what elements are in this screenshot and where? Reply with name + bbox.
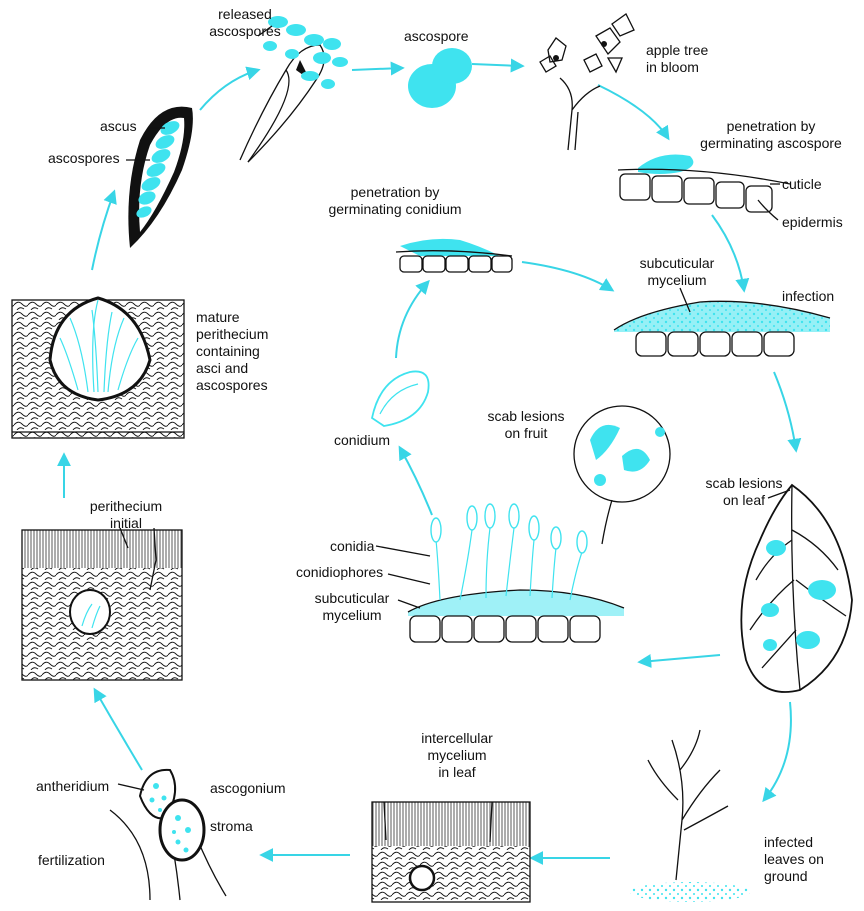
label-infection: infection <box>782 288 834 305</box>
label-ascogonium: ascogonium <box>210 780 286 797</box>
label-conidia: conidia <box>330 538 374 555</box>
perithecium-initial-illustration <box>22 528 182 680</box>
label-released-ascospores: released ascospores <box>200 6 290 40</box>
label-subcuticular-mycelium-bottom: subcuticular mycelium <box>302 590 402 624</box>
penetration-ascospore-illustration <box>618 155 790 221</box>
arrow-tree-to-penetration <box>598 85 668 138</box>
arrow-conidium-to-penetration <box>396 282 428 358</box>
arrow-leaf-to-ground <box>764 702 791 800</box>
label-ascospore: ascospore <box>404 28 469 45</box>
mature-perithecium-illustration <box>12 298 184 438</box>
infected-leaves-ground-illustration <box>630 730 750 902</box>
label-infected-leaves: infected leaves on ground <box>764 834 824 885</box>
label-mature-perithecium: mature perithecium containing asci and a… <box>196 309 268 394</box>
fertilization-illustration <box>110 770 226 900</box>
arrow-penetration-to-mycelium <box>522 262 612 290</box>
conidiophores-illustration <box>376 504 624 642</box>
arrow-fertilization-to-perithecium-initial <box>95 690 142 770</box>
arrow-infection-to-leaf <box>774 372 796 450</box>
label-intercellular-mycelium: intercellular mycelium in leaf <box>402 730 512 781</box>
label-scab-fruit: scab lesions on fruit <box>476 408 576 442</box>
label-epidermis: epidermis <box>782 214 843 231</box>
ascospore-illustration <box>408 48 472 108</box>
arrow-released-to-ascospore <box>352 68 402 70</box>
label-conidiophores: conidiophores <box>296 564 383 581</box>
label-conidium: conidium <box>334 432 390 449</box>
arrow-ascus-to-released <box>200 70 258 110</box>
intercellular-mycelium-illustration <box>372 802 530 902</box>
label-fertilization: fertilization <box>38 852 105 869</box>
label-antheridium: antheridium <box>36 778 109 795</box>
label-ascus: ascus <box>100 118 137 135</box>
conidium-illustration <box>372 371 429 426</box>
arrow-leaf-to-conidia <box>640 655 720 662</box>
arrow-ascospore-to-tree <box>472 64 522 66</box>
scab-leaf-illustration <box>741 485 852 692</box>
label-ascospores: ascospores <box>48 150 120 167</box>
label-subcuticular-mycelium-top: subcuticular mycelium <box>622 255 732 289</box>
arrow-mature-to-ascus <box>92 192 114 270</box>
apple-tree-illustration <box>540 14 634 150</box>
penetration-conidium-illustration <box>396 239 512 272</box>
label-scab-leaf: scab lesions on leaf <box>694 475 794 509</box>
label-perithecium-initial: perithecium initial <box>66 498 186 532</box>
label-penetration-ascospore: penetration by germinating ascospore <box>682 118 860 152</box>
label-penetration-conidium: penetration by germinating conidium <box>320 184 470 218</box>
label-cuticle: cuticle <box>782 176 822 193</box>
label-apple-tree: apple tree in bloom <box>646 42 708 76</box>
scab-fruit-illustration <box>574 406 670 544</box>
arrow-conidia-to-conidium <box>400 448 432 515</box>
label-stroma: stroma <box>210 818 253 835</box>
